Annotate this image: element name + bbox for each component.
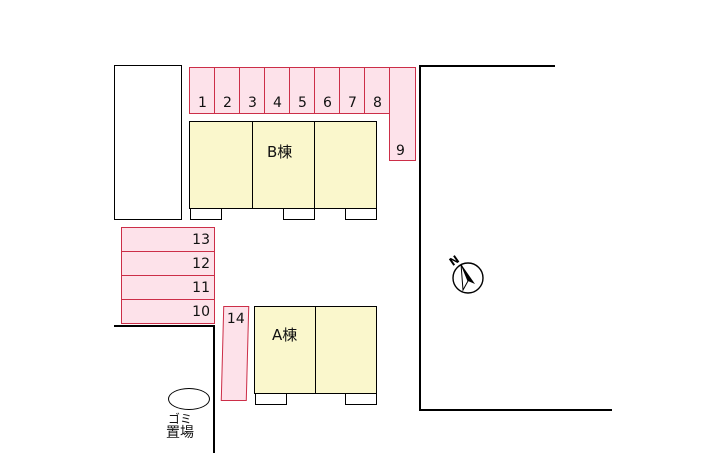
boundary-line: [213, 325, 215, 453]
north-compass-icon: N: [447, 253, 484, 294]
building-a-unit-1: [254, 306, 316, 394]
parking-slot-label: 13: [192, 232, 210, 248]
parking-slot-label: 7: [348, 95, 357, 111]
parking-slot-3: 3: [239, 67, 265, 114]
parking-slot-5: 5: [289, 67, 315, 114]
parking-slot-1: 1: [189, 67, 215, 114]
parking-slot-label: 9: [396, 143, 405, 159]
parking-slot-12: 12: [121, 251, 215, 276]
parking-slot-7: 7: [339, 67, 365, 114]
building-a-unit-2: [315, 306, 377, 394]
building-b-unit-2: [252, 121, 315, 209]
neighbor-building-left: [114, 65, 182, 220]
building-a-label: A棟: [272, 326, 298, 344]
parking-slot-label: 1: [198, 95, 207, 111]
parking-slot-11: 11: [121, 275, 215, 300]
building-b-step: [345, 208, 377, 220]
building-b-unit-1: [189, 121, 253, 209]
parking-slot-2: 2: [214, 67, 240, 114]
building-b-step: [283, 208, 315, 220]
boundary-line: [419, 409, 612, 411]
parking-slot-label: 11: [192, 280, 210, 296]
trash-label-line1: ゴミ: [167, 412, 192, 426]
parking-slot-label: 4: [273, 95, 282, 111]
building-b-step: [190, 208, 222, 220]
parking-slot-6: 6: [314, 67, 340, 114]
parking-slot-9: 9: [389, 67, 416, 161]
parking-slot-label: 6: [323, 95, 332, 111]
boundary-line: [419, 65, 421, 410]
boundary-line: [419, 65, 555, 67]
parking-slot-14: 14: [220, 306, 250, 401]
boundary-line: [114, 325, 214, 327]
parking-slot-10: 10: [121, 299, 215, 324]
parking-slot-label: 10: [192, 304, 210, 320]
parking-slot-label: 2: [223, 95, 232, 111]
building-b-unit-3: [314, 121, 377, 209]
building-a-step: [255, 393, 287, 405]
parking-slot-4: 4: [264, 67, 290, 114]
parking-slot-8: 8: [364, 67, 390, 114]
parking-slot-label: 3: [248, 95, 257, 111]
parking-slot-label: 8: [373, 95, 382, 111]
parking-slot-label: 14: [226, 311, 245, 327]
building-b-label: B棟: [267, 143, 293, 161]
trash-area-marker: [168, 388, 210, 410]
parking-slot-label: 12: [192, 256, 210, 272]
parking-slot-label: 5: [298, 95, 307, 111]
trash-area-label: ゴミ 置場: [162, 412, 198, 442]
trash-label-line2: 置場: [166, 425, 194, 442]
parking-slot-13: 13: [121, 227, 215, 252]
building-a-step: [345, 393, 377, 405]
